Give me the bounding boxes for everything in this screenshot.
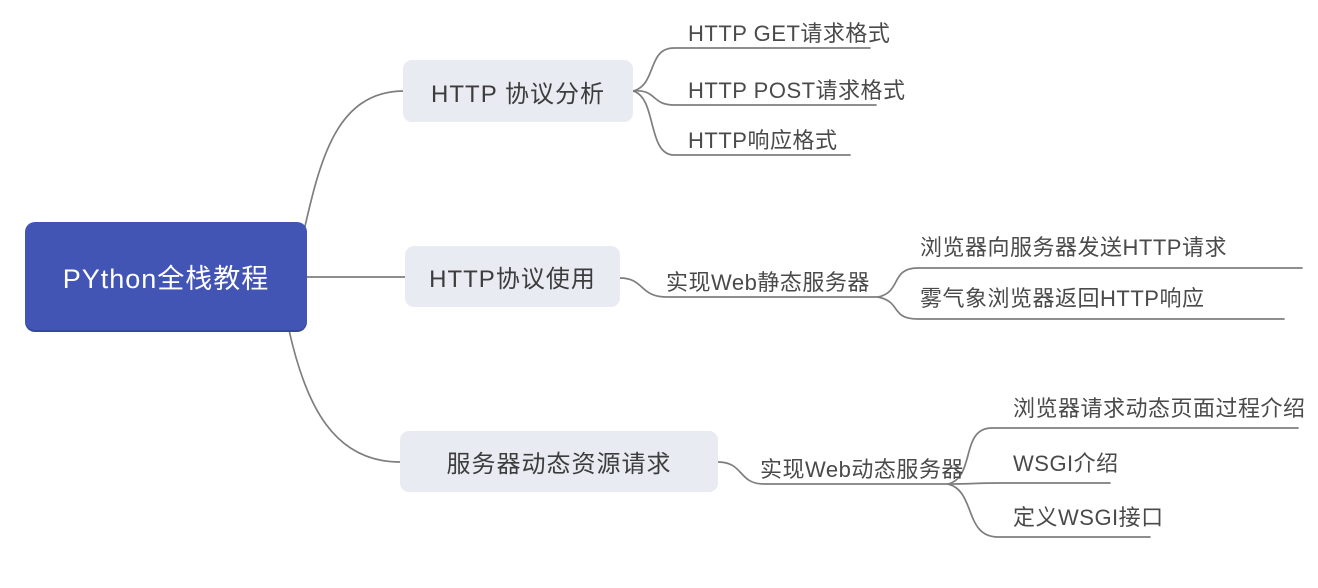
subnode-web-dynamic-server[interactable]: 实现Web动态服务器 xyxy=(760,457,964,482)
connector-line xyxy=(302,90,404,236)
connector-line xyxy=(947,483,1151,538)
leaf-node-browser-dynamic-page-process[interactable]: 浏览器请求动态页面过程介绍 xyxy=(1013,396,1306,421)
subnode-web-static-server[interactable]: 实现Web静态服务器 xyxy=(666,270,870,295)
branch-node-dynamic-resource-request[interactable]: 服务器动态资源请求 xyxy=(400,431,718,492)
connector-line xyxy=(947,482,1111,485)
leaf-node-http-get-request-format[interactable]: HTTP GET请求格式 xyxy=(688,21,891,46)
leaf-node-define-wsgi-interface[interactable]: 定义WSGI接口 xyxy=(1013,505,1164,530)
connector-line xyxy=(632,90,877,106)
leaf-node-http-post-request-format[interactable]: HTTP POST请求格式 xyxy=(688,78,906,103)
leaf-node-http-response-format[interactable]: HTTP响应格式 xyxy=(688,128,838,153)
connector-line xyxy=(288,329,401,463)
connector-line xyxy=(619,277,879,298)
connector-line xyxy=(947,427,1299,485)
root-node-python-course[interactable]: PYthon全栈教程 xyxy=(25,222,307,330)
connector-line xyxy=(632,90,851,156)
connector-line xyxy=(632,47,871,92)
connector-line xyxy=(877,296,1285,320)
leaf-node-server-returns-http-response[interactable]: 雾气象浏览器返回HTTP响应 xyxy=(920,286,1205,311)
connector-line xyxy=(717,461,949,485)
branch-node-http-protocol-usage[interactable]: HTTP协议使用 xyxy=(405,246,620,307)
connector-line xyxy=(877,267,1303,298)
branch-node-http-protocol-analysis[interactable]: HTTP 协议分析 xyxy=(403,60,633,122)
leaf-node-wsgi-introduction[interactable]: WSGI介绍 xyxy=(1013,451,1119,476)
leaf-node-browser-sends-http-request[interactable]: 浏览器向服务器发送HTTP请求 xyxy=(920,235,1227,260)
